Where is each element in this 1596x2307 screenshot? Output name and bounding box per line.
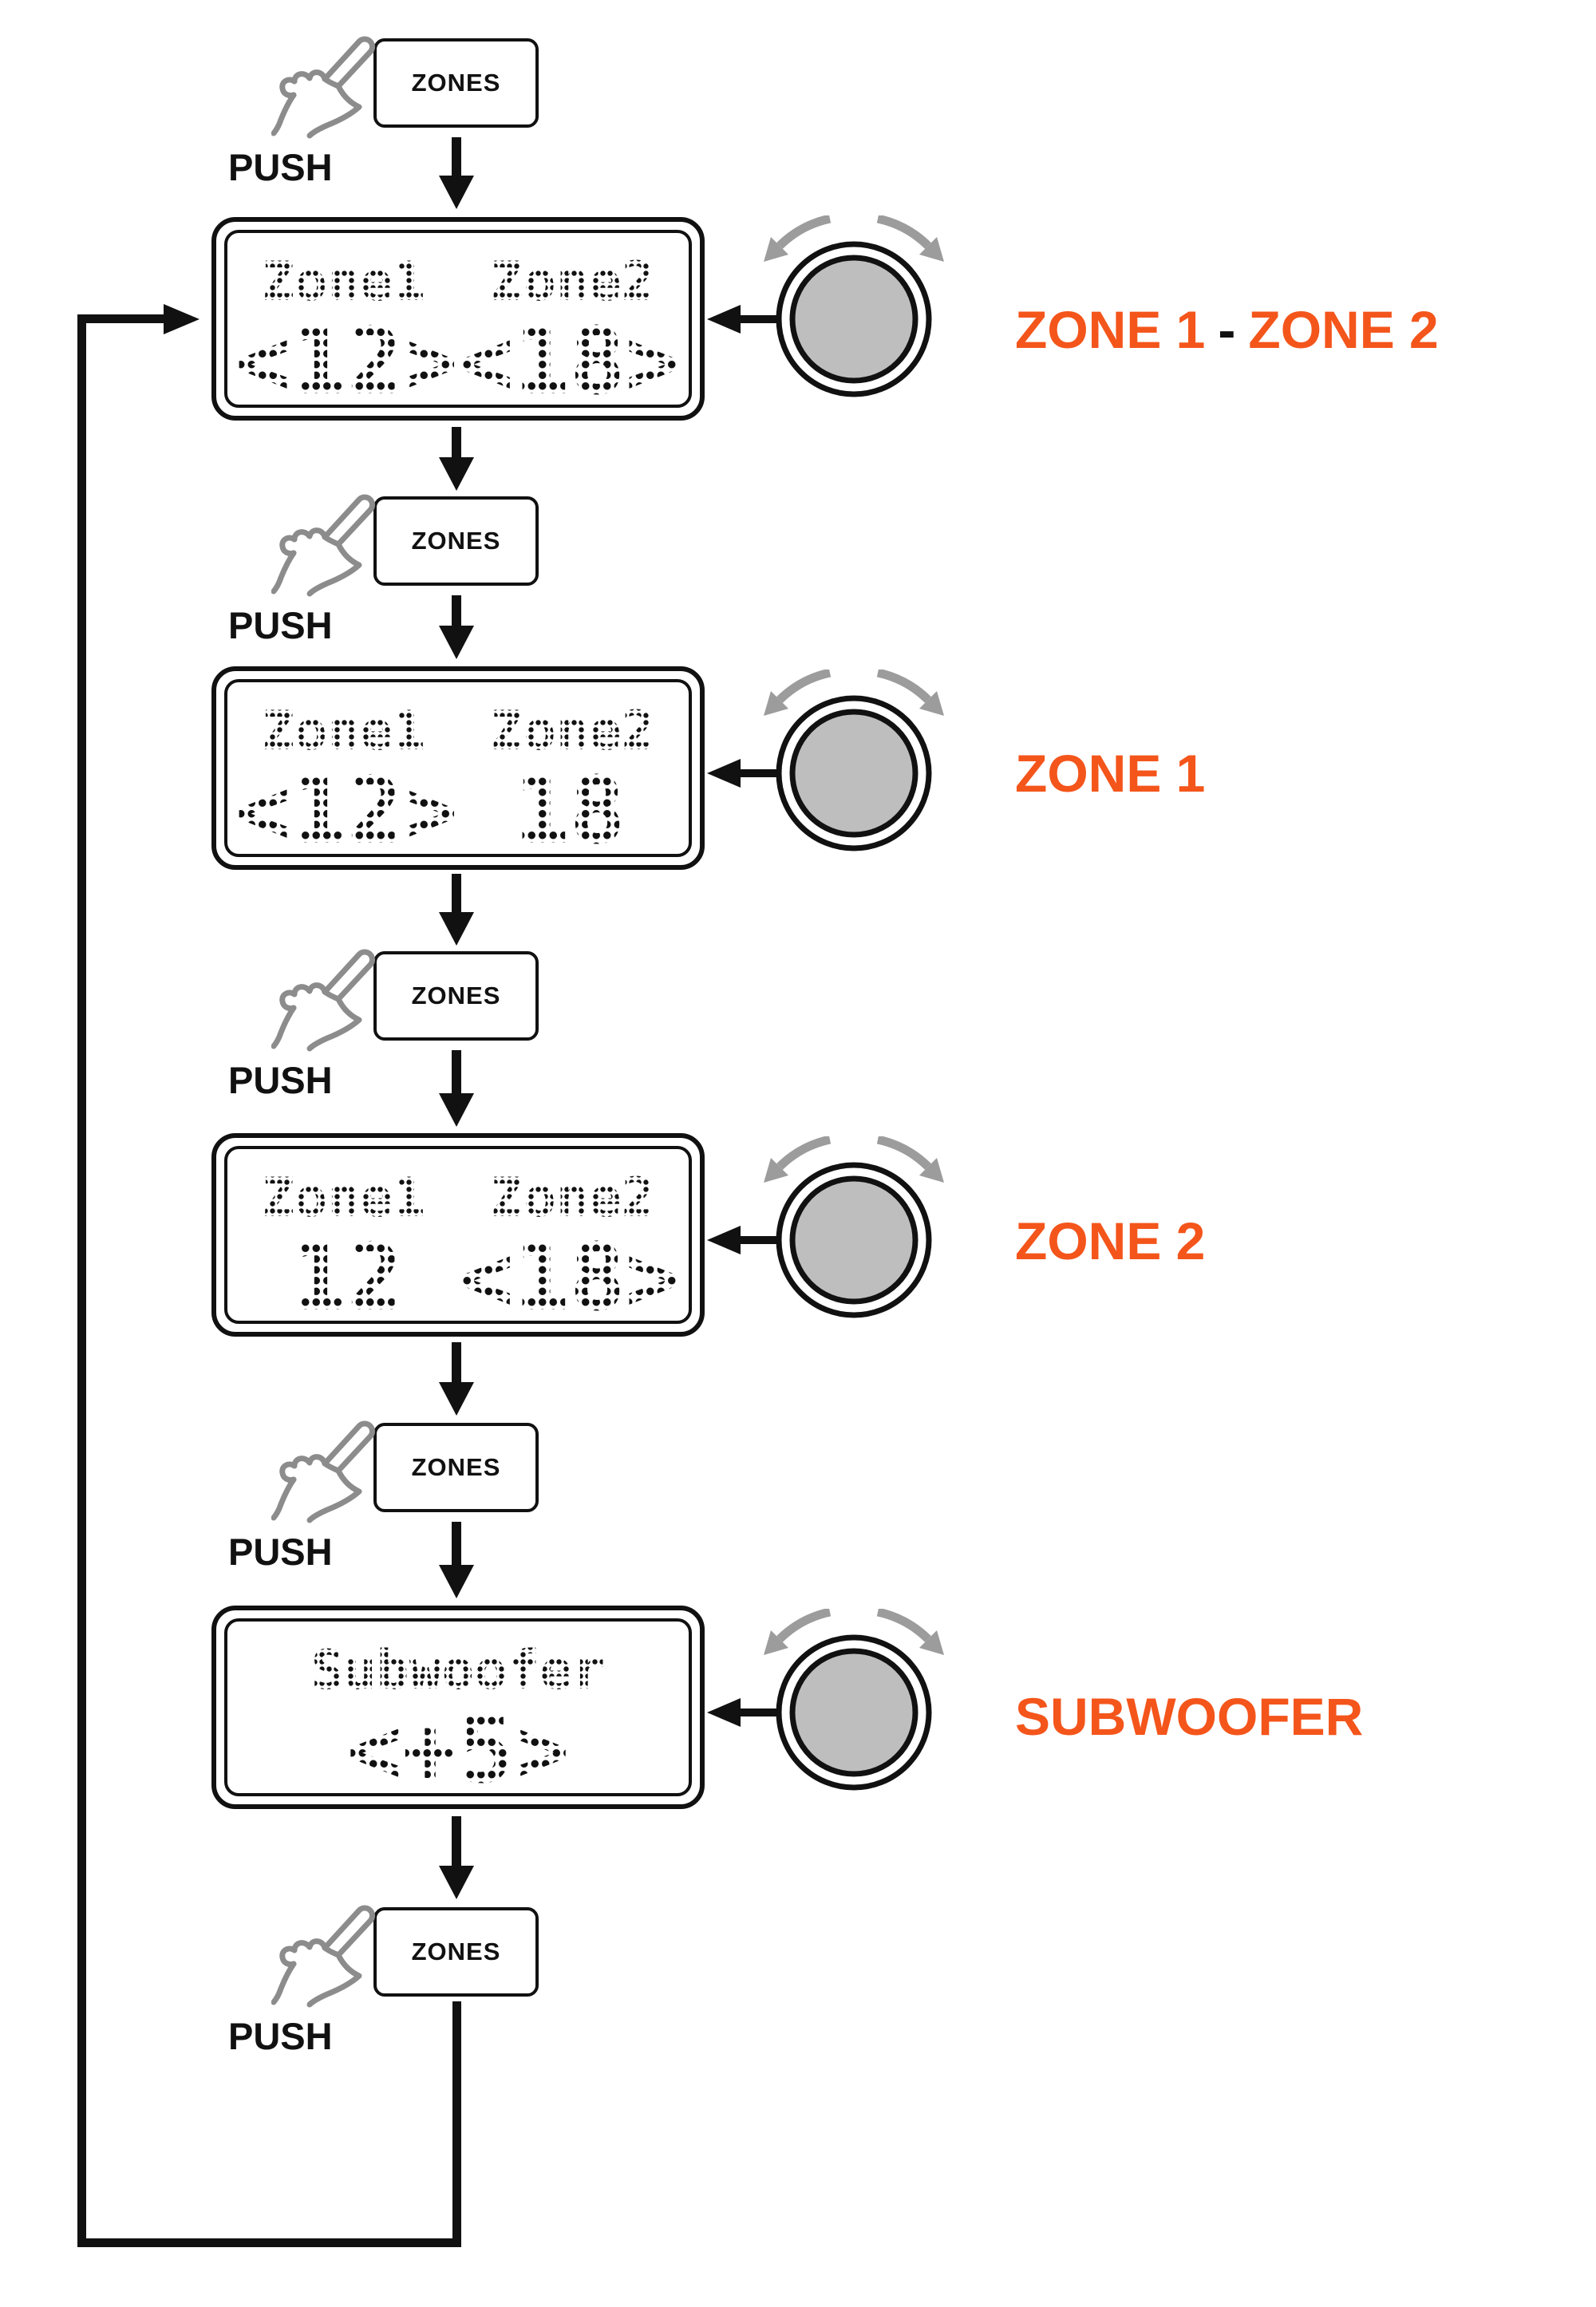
knob-assembly-4 (702, 1609, 958, 1816)
push-label: PUSH (228, 1059, 333, 1101)
loop-line-segment-right (452, 2001, 461, 2242)
label-part2: ZONE 2 (1248, 300, 1439, 359)
zones-button[interactable]: ZONES (373, 1423, 539, 1512)
knob-arrow-icon (707, 759, 741, 788)
lcd-line2: 12 <18> (235, 1224, 681, 1332)
rotate-arrows-icon (764, 670, 944, 716)
volume-knob[interactable] (750, 215, 958, 423)
knob-arrow-shaft (739, 769, 779, 777)
push-step-2: ZONES PUSH (0, 494, 559, 704)
label-part1: ZONE 1 (1015, 744, 1206, 803)
volume-knob[interactable] (750, 1136, 958, 1344)
zones-button-label: ZONES (411, 69, 501, 97)
knob-arrow-icon (707, 1698, 741, 1727)
label-separator: - (1218, 300, 1236, 359)
lcd-line2: <+5> (346, 1697, 570, 1804)
loop-arrowhead-icon (164, 304, 200, 334)
push-hand-icon (271, 36, 376, 139)
push-step-5: ZONES PUSH (0, 1905, 559, 2115)
lcd-screen: Zone1 Zone2 12 <18> (224, 1146, 692, 1332)
knob-arrow-icon (707, 1226, 741, 1254)
loop-line-segment-top (77, 314, 164, 323)
lcd-display-subwoofer: Subwoofer <+5> (211, 1606, 705, 1809)
zones-button[interactable]: ZONES (373, 951, 539, 1041)
rotate-arrows-icon (764, 1609, 944, 1655)
knob-arrow-shaft (739, 315, 779, 323)
loop-line-segment-left (77, 314, 86, 2247)
lcd-display-zone1: Zone1 Zone2 <12> 18 (211, 666, 705, 870)
push-step-1: ZONES PUSH (0, 36, 559, 246)
push-step-3: ZONES PUSH (0, 949, 559, 1159)
label-part1: ZONE 1 (1015, 300, 1206, 359)
knob-arrow-icon (707, 305, 741, 334)
lcd-display-zone1-zone2: Zone1 Zone2 <12><18> (211, 217, 705, 421)
knob-arrow-shaft (739, 1236, 779, 1244)
label-part1: SUBWOOFER (1015, 1687, 1364, 1746)
rotate-arrows-icon (764, 1136, 944, 1183)
push-step-4: ZONES PUSH (0, 1420, 559, 1630)
push-hand-icon (271, 1420, 376, 1523)
zones-button-label: ZONES (411, 982, 501, 1009)
push-label: PUSH (228, 146, 333, 188)
zones-button-label: ZONES (411, 527, 501, 555)
function-label-subwoofer: SUBWOOFER (1015, 1690, 1363, 1743)
function-label-zone1-zone2: ZONE 1-ZONE 2 (1015, 303, 1439, 356)
zones-button[interactable]: ZONES (373, 1907, 539, 1997)
lcd-line2: <12><18> (235, 308, 681, 416)
knob-assembly-1 (702, 215, 958, 423)
knob-assembly-2 (702, 670, 958, 877)
zones-button[interactable]: ZONES (373, 496, 539, 586)
push-label: PUSH (228, 604, 333, 646)
push-hand-icon (271, 949, 376, 1052)
lcd-display-zone2: Zone1 Zone2 12 <18> (211, 1133, 705, 1337)
zones-button-label: ZONES (411, 1938, 501, 1965)
lcd-screen: Zone1 Zone2 <12> 18 (224, 679, 692, 865)
lcd-line1: Zone1 Zone2 (262, 251, 654, 314)
lcd-line1: Zone1 Zone2 (262, 1167, 654, 1230)
push-label: PUSH (228, 1531, 333, 1573)
zones-button-label: ZONES (411, 1453, 501, 1481)
volume-knob[interactable] (750, 670, 958, 877)
volume-knob[interactable] (750, 1609, 958, 1816)
label-part1: ZONE 2 (1015, 1211, 1206, 1270)
zones-button[interactable]: ZONES (373, 38, 539, 128)
rotate-arrows-icon (764, 215, 944, 262)
lcd-line1: Subwoofer (310, 1639, 606, 1702)
push-label: PUSH (228, 2015, 333, 2057)
function-label-zone1: ZONE 1 (1015, 747, 1205, 800)
push-hand-icon (271, 1905, 376, 2008)
push-hand-icon (271, 494, 376, 597)
lcd-screen: Subwoofer <+5> (224, 1618, 692, 1804)
knob-assembly-3 (702, 1136, 958, 1344)
function-label-zone2: ZONE 2 (1015, 1215, 1205, 1267)
loop-line-segment-bottom (77, 2238, 461, 2247)
lcd-screen: Zone1 Zone2 <12><18> (224, 230, 692, 416)
lcd-line2: <12> 18 (235, 757, 681, 865)
lcd-line1: Zone1 Zone2 (262, 700, 654, 763)
knob-arrow-shaft (739, 1709, 779, 1716)
